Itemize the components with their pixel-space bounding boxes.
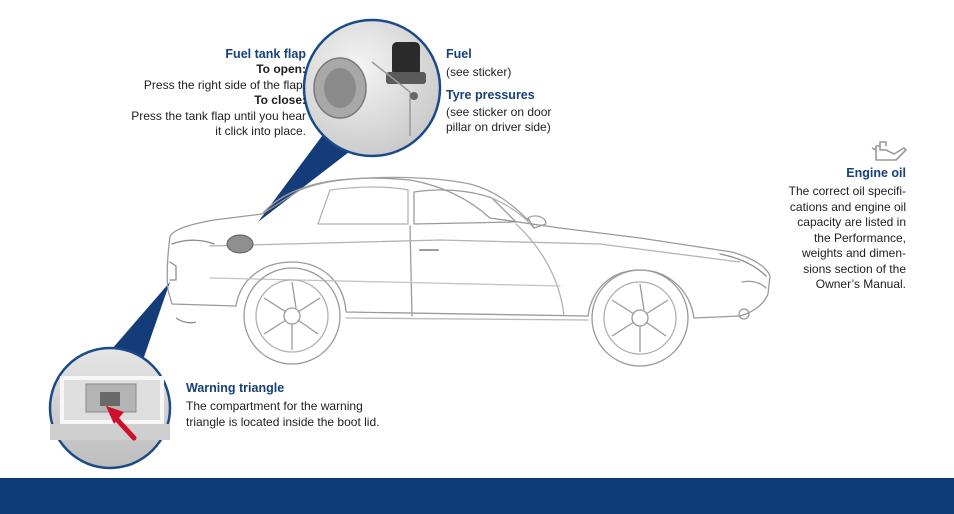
fuel-annotation: Fuel (see sticker) Tyre pressures (see s… [446, 46, 606, 136]
warning-triangle-text-1: The compartment for the warning [186, 399, 363, 413]
fuel-flap-open-heading: To open: [256, 62, 306, 76]
engine-oil-annotation: Engine oil The correct oil specifi- cati… [744, 165, 906, 293]
fuel-flap-close-text-2: it click into place. [215, 124, 306, 138]
warning-triangle-detail-image [48, 346, 172, 470]
oil-can-icon [871, 141, 907, 161]
tyre-pressures-text-2: pillar on driver side) [446, 120, 551, 134]
fuel-flap-detail-image [302, 18, 442, 158]
engine-oil-text-line: the Performance, [813, 230, 906, 245]
tyre-pressures-text-1: (see sticker on door [446, 104, 552, 119]
fuel-flap-close-text-1: Press the tank flap until you hear [131, 108, 306, 123]
fuel-flap-close-heading: To close: [254, 93, 306, 107]
footer-band [0, 478, 954, 514]
engine-oil-text-line: sions section of the [803, 261, 906, 276]
fuel-flap-open-text: Press the right side of the flap. [143, 77, 306, 92]
engine-oil-title: Engine oil [846, 166, 906, 180]
fuel-flap-title: Fuel tank flap [225, 47, 306, 61]
fuel-flap-on-car [226, 234, 254, 254]
car-outline [166, 176, 771, 321]
fuel-flap-annotation: Fuel tank flap To open: Press the right … [70, 46, 306, 140]
fuel-callout-pointer [258, 128, 362, 222]
engine-oil-text-line: The correct oil specifi- [788, 184, 906, 198]
front-wheel [591, 269, 689, 367]
engine-oil-text-line: capacity are listed in [797, 215, 906, 229]
tyre-pressures-title: Tyre pressures [446, 87, 535, 102]
fuel-text: (see sticker) [446, 65, 512, 79]
warning-triangle-annotation: Warning triangle The compartment for the… [186, 380, 446, 430]
warning-triangle-text-2: triangle is located inside the boot lid. [186, 414, 380, 429]
engine-oil-text-line: Owner’s Manual. [815, 277, 906, 291]
engine-oil-text-line: cations and engine oil [789, 199, 906, 214]
warning-triangle-title: Warning triangle [186, 381, 285, 395]
fuel-title: Fuel [446, 47, 472, 61]
rear-wheel [243, 267, 341, 365]
engine-oil-text-line: weights and dimen- [801, 246, 906, 260]
